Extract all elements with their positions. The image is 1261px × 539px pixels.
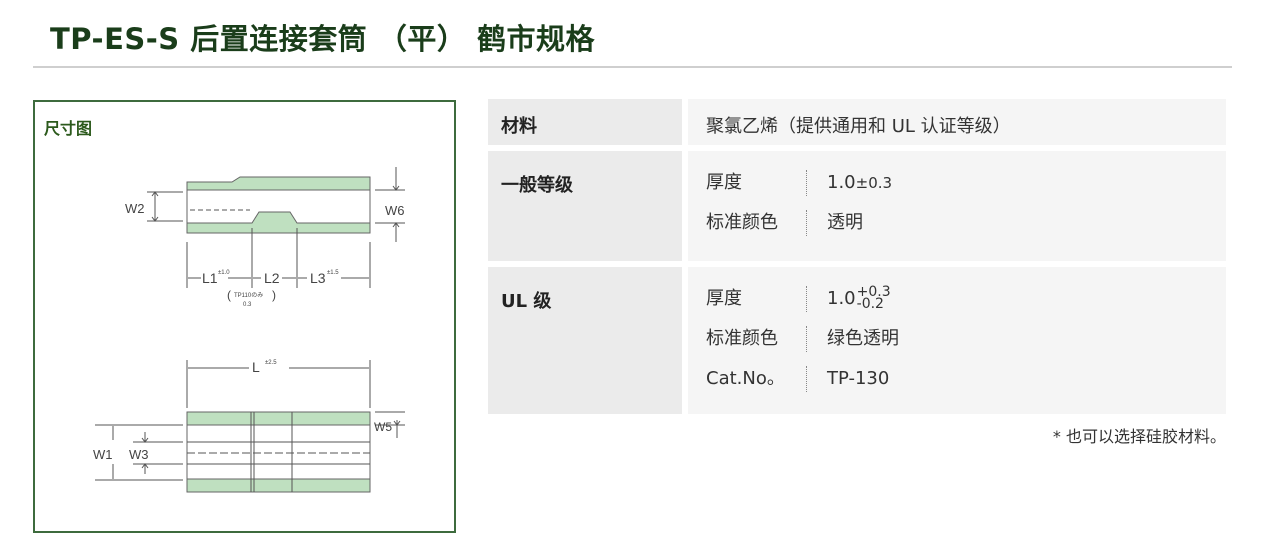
title-divider <box>33 66 1232 68</box>
diagram-label: 尺寸图 <box>44 119 93 138</box>
dim-l-tol: ±2.5 <box>265 360 277 366</box>
ul-tol-upper: +0.3 <box>856 284 891 300</box>
dimension-drawing: W2 W6 L1 ±1.0 L2 L3 ±1.5 ( TP110のみ 0.3 )… <box>93 167 405 493</box>
ul-color-name: 标准颜色 <box>706 326 807 352</box>
ul-catno-name: Cat.No。 <box>706 366 807 392</box>
ul-color-line: 标准颜色 绿色透明 <box>706 319 1208 359</box>
tp110-note: TP110のみ <box>234 292 263 299</box>
general-grade-label: 一般等级 <box>488 151 688 267</box>
page-title: TP-ES-S 后置连接套筒 （平） 鹤市规格 <box>50 22 595 56</box>
spec-table: 材料 聚氯乙烯（提供通用和 UL 认证等级） 一般等级 厚度 1.0±0.3 标… <box>488 99 1226 414</box>
spec-row-material: 材料 聚氯乙烯（提供通用和 UL 认证等级） <box>488 99 1226 151</box>
ul-thickness-number: 1.0 <box>827 288 856 309</box>
ul-catno-value: TP-130 <box>827 368 890 389</box>
dim-l: L <box>252 359 260 375</box>
dim-w1: W1 <box>93 447 113 462</box>
dimension-diagram-panel: 尺寸图 <box>33 100 456 533</box>
dim-w5: W5 <box>374 420 392 434</box>
ul-thickness-line: 厚度 1.0+0.3-0.2 <box>706 279 1208 319</box>
general-thickness-number: 1.0 <box>827 172 856 193</box>
general-thickness-name: 厚度 <box>706 170 807 196</box>
tp110-value: 0.3 <box>243 302 252 308</box>
material-value: 聚氯乙烯（提供通用和 UL 认证等级） <box>688 99 1226 151</box>
ul-grade-values: 厚度 1.0+0.3-0.2 标准颜色 绿色透明 Cat.No。 TP-130 <box>688 267 1226 414</box>
material-label: 材料 <box>488 99 688 151</box>
general-color-value: 透明 <box>827 212 863 233</box>
ul-color-value: 绿色透明 <box>827 328 899 349</box>
general-thickness-line: 厚度 1.0±0.3 <box>706 163 1208 203</box>
dim-w3: W3 <box>129 447 149 462</box>
dim-l2: L2 <box>264 270 280 286</box>
tp110-paren-open: ( <box>227 288 231 302</box>
ul-thickness-value: 1.0+0.3-0.2 <box>807 284 891 312</box>
general-color-line: 标准颜色 透明 <box>706 203 1208 243</box>
ul-grade-label: UL 级 <box>488 267 688 414</box>
dim-w6: W6 <box>385 203 405 218</box>
general-thickness-value: 1.0±0.3 <box>807 170 892 196</box>
spec-row-ul: UL 级 厚度 1.0+0.3-0.2 标准颜色 绿色透明 Cat.No。 TP… <box>488 267 1226 414</box>
spec-row-general: 一般等级 厚度 1.0±0.3 标准颜色 透明 <box>488 151 1226 267</box>
tp110-paren-close: ) <box>272 288 276 302</box>
general-color-name: 标准颜色 <box>706 210 807 236</box>
general-thickness-tolerance: ±0.3 <box>855 174 893 192</box>
sleeve-side-inner <box>186 189 371 224</box>
ul-thickness-name: 厚度 <box>706 286 807 312</box>
dim-l3: L3 <box>310 270 326 286</box>
ul-catno-line: Cat.No。 TP-130 <box>706 359 1208 399</box>
dim-l3-tol: ±1.5 <box>327 270 339 276</box>
ul-thickness-tolerance: +0.3-0.2 <box>856 284 891 312</box>
ul-tol-lower: -0.2 <box>856 296 884 312</box>
general-grade-values: 厚度 1.0±0.3 标准颜色 透明 <box>688 151 1226 267</box>
footnote: * 也可以选择硅胶材料。 <box>1052 427 1226 446</box>
dim-w2: W2 <box>125 201 145 216</box>
dim-l1: L1 <box>202 270 218 286</box>
dim-l1-tol: ±1.0 <box>218 270 230 276</box>
